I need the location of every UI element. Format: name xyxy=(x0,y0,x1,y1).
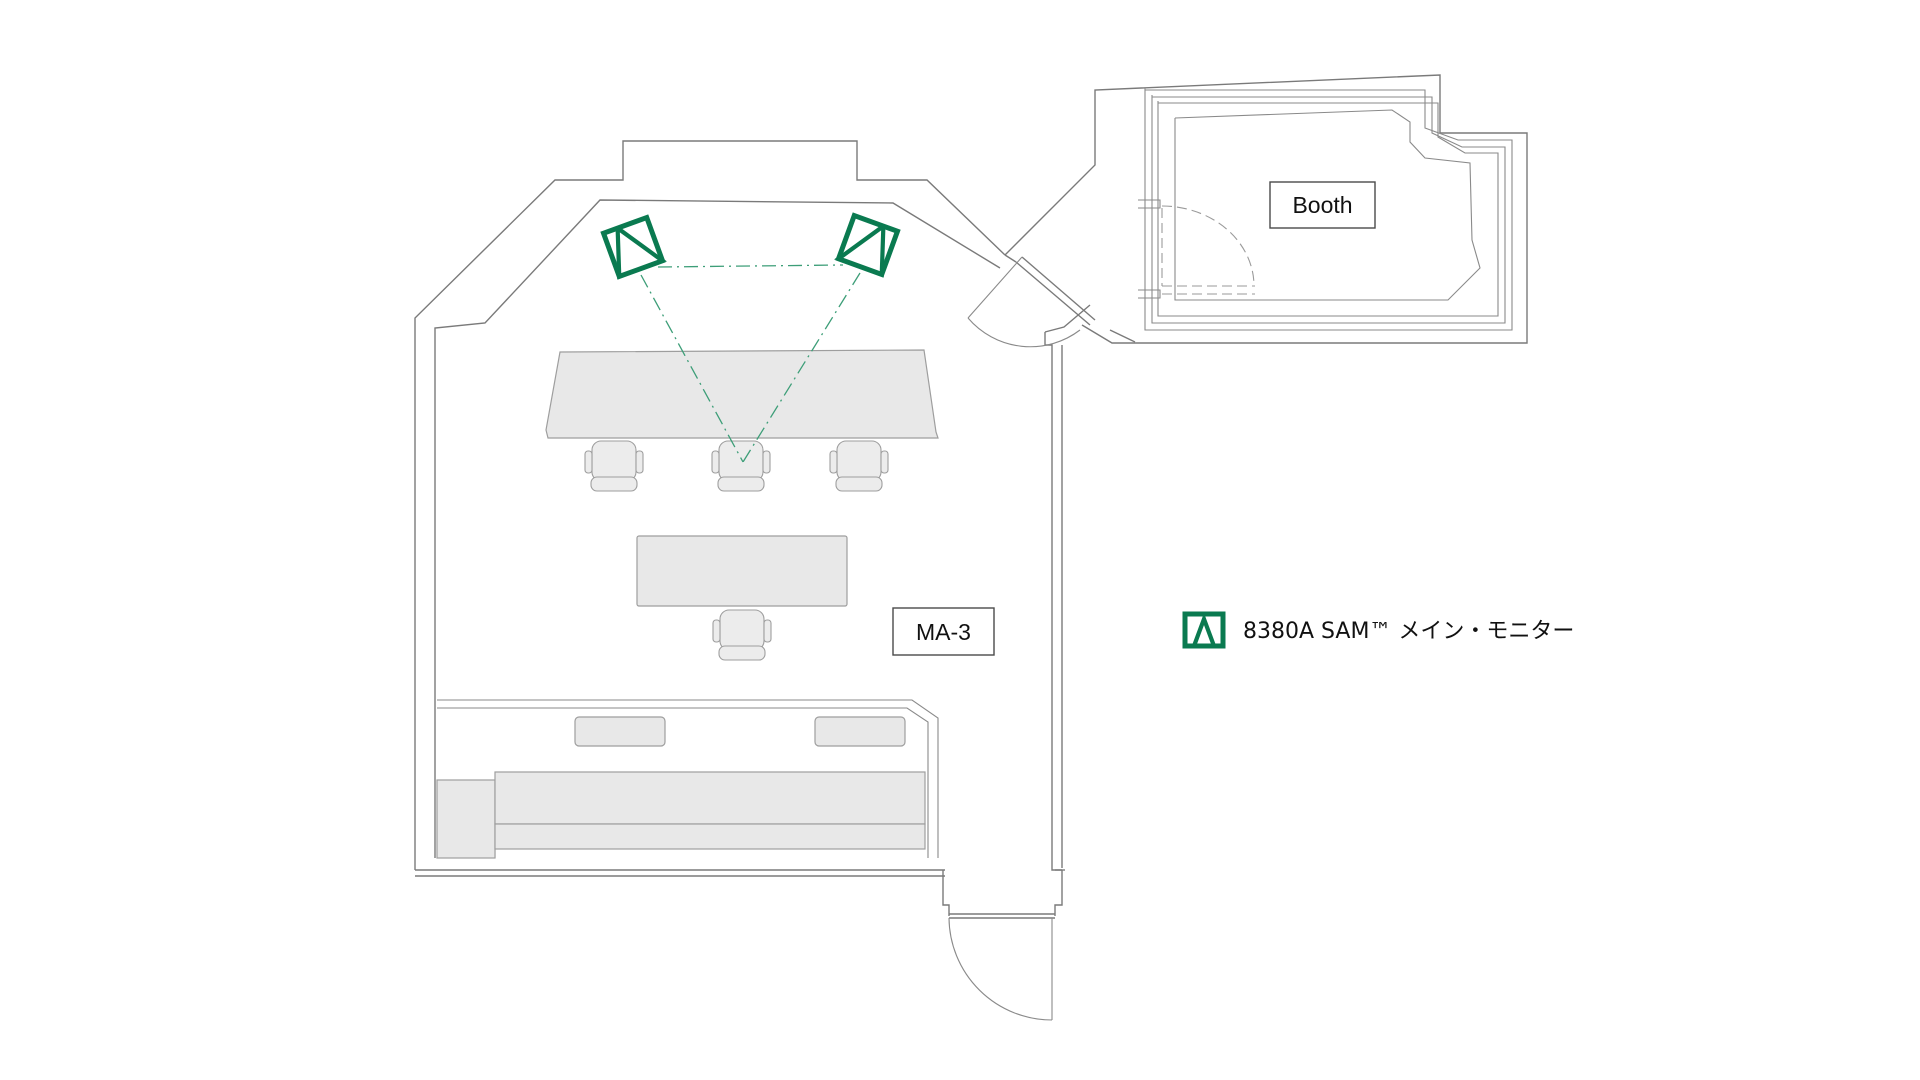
main-monitor-left xyxy=(600,214,667,280)
control-room-to-booth-door xyxy=(967,254,1096,348)
entrance-door xyxy=(942,870,1063,1021)
chairs xyxy=(584,440,889,661)
rear-speaker-left xyxy=(574,716,666,747)
chair-right xyxy=(829,440,889,492)
right-speaker-to-listener-line xyxy=(742,272,861,463)
ma3-room-label-text: MA-3 xyxy=(916,619,971,645)
chair-center xyxy=(711,440,771,492)
rear-speaker-right xyxy=(814,716,906,747)
chair-producer xyxy=(712,609,772,661)
booth-room-label-text: Booth xyxy=(1292,192,1352,218)
producer-desk xyxy=(636,535,848,607)
chair-left xyxy=(584,440,644,492)
control-room-walls xyxy=(414,140,1091,877)
left-speaker-to-listener-line xyxy=(640,274,744,463)
speaker-to-speaker-line xyxy=(657,264,844,268)
monitor-speaker-icon xyxy=(834,212,901,278)
booth-room-label: Booth xyxy=(1269,181,1376,229)
mixing-console-desk xyxy=(545,349,939,439)
monitor-speaker-icon xyxy=(1182,611,1226,649)
rear-sofa xyxy=(436,771,926,859)
booth-door xyxy=(1161,205,1255,295)
legend: 8380A SAM™ メイン・モニター xyxy=(1182,611,1574,649)
monitor-speaker-icon xyxy=(600,214,667,280)
main-monitor-right xyxy=(834,212,901,278)
legend-text: 8380A SAM™ メイン・モニター xyxy=(1243,619,1574,644)
listening-triangle-lines xyxy=(640,264,861,463)
ma3-room-label: MA-3 xyxy=(892,607,995,656)
booth-walls xyxy=(1004,74,1528,344)
